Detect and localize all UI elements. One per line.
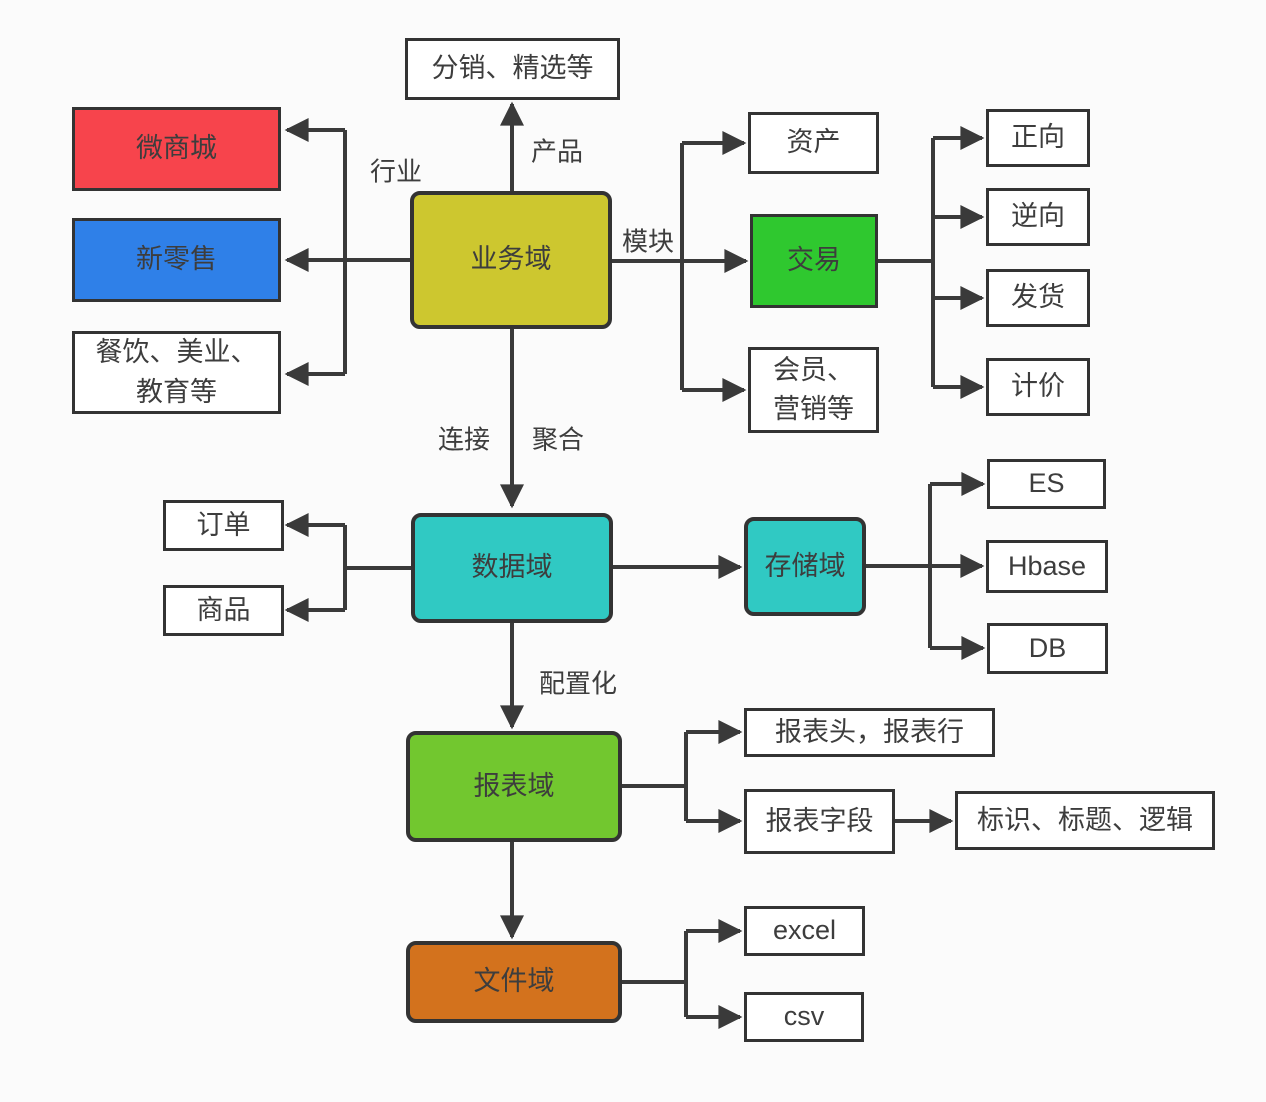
edge-storage-to-backends-group	[866, 472, 986, 660]
node-asset: 资产	[748, 112, 879, 174]
edge-report-to-parts-group	[622, 720, 743, 833]
node-db: DB	[987, 623, 1108, 674]
node-goods: 商品	[163, 585, 284, 636]
node-excel: excel	[744, 906, 865, 956]
edge-trade-to-flows-group	[878, 126, 985, 399]
node-pricing: 计价	[986, 358, 1090, 416]
edge-label-product: 产品	[530, 136, 584, 167]
node-order: 订单	[163, 500, 284, 551]
node-es: ES	[987, 459, 1106, 509]
node-identifier-title-logic: 标识、标题、逻辑	[955, 791, 1215, 850]
edge-label-connect: 连接	[437, 424, 491, 455]
edge-business-to-module-group	[612, 131, 749, 402]
edge-business-to-industry-group	[284, 118, 410, 386]
node-file-domain: 文件域	[406, 941, 622, 1023]
node-data-domain: 数据域	[411, 513, 613, 623]
node-micro-mall: 微商城	[72, 107, 281, 191]
node-reverse: 逆向	[986, 188, 1090, 246]
node-report-field: 报表字段	[744, 789, 895, 854]
node-shipping: 发货	[986, 269, 1090, 327]
edge-label-aggregate: 聚合	[531, 424, 585, 455]
edge-file-to-formats-group	[622, 919, 743, 1029]
node-forward: 正向	[986, 109, 1090, 167]
node-report-domain: 报表域	[406, 731, 622, 842]
node-csv: csv	[744, 992, 864, 1042]
node-storage-domain: 存储域	[744, 517, 866, 616]
node-trade: 交易	[750, 214, 878, 308]
node-member-marketing: 会员、 营销等	[748, 347, 879, 433]
edge-label-module: 模块	[621, 226, 675, 257]
node-hbase: Hbase	[986, 540, 1108, 593]
node-distribution-selection: 分销、精选等	[405, 38, 620, 100]
edge-label-configuration: 配置化	[538, 668, 618, 699]
node-business-domain: 业务域	[410, 191, 612, 329]
node-new-retail: 新零售	[72, 218, 281, 302]
node-report-header-row: 报表头，报表行	[744, 708, 995, 757]
node-catering-beauty-education: 餐饮、美业、 教育等	[72, 331, 281, 414]
edge-label-industry: 行业	[369, 156, 423, 187]
edge-data-to-entities-group	[284, 513, 411, 622]
